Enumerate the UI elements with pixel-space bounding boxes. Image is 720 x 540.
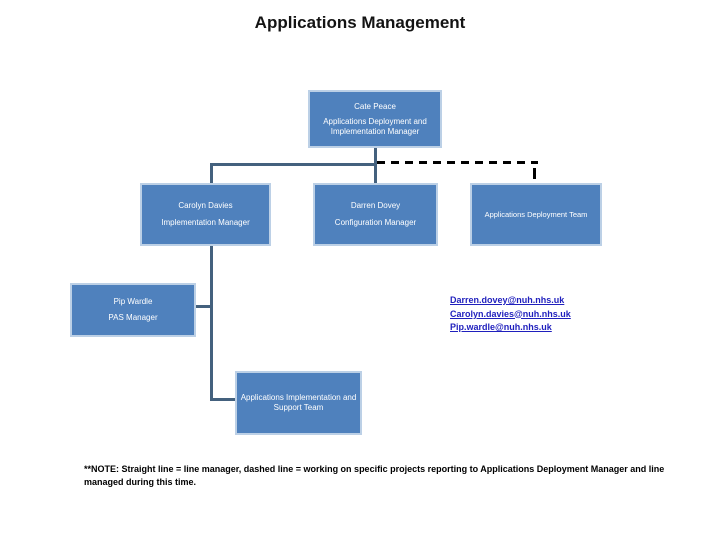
- person-role: Configuration Manager: [334, 218, 417, 227]
- email-link-carolyn-davies[interactable]: Carolyn.davies@nuh.nhs.uk: [450, 308, 571, 319]
- connector-horizontal-left: [210, 163, 377, 166]
- footnote-text: **NOTE: Straight line = line manager, da…: [84, 464, 665, 487]
- connector-pas-manager-horizontal: [196, 305, 212, 308]
- person-name: Carolyn Davies: [178, 201, 233, 210]
- person-name: Darren Dovey: [350, 201, 401, 210]
- dashed-connector-horizontal: [377, 161, 538, 164]
- email-links: Darren.dovey@nuh.nhs.uk Carolyn.davies@n…: [450, 294, 571, 334]
- org-box-configuration-manager: Darren Dovey Configuration Manager: [313, 183, 438, 246]
- dashed-connector-drop: [533, 168, 536, 179]
- connector-support-team-elbow: [210, 398, 237, 401]
- email-link-darren-dovey[interactable]: Darren.dovey@nuh.nhs.uk: [450, 295, 565, 305]
- person-role: PAS Manager: [108, 313, 158, 322]
- org-box-deployment-implementation-manager: Cate Peace Applications Deployment and I…: [308, 90, 442, 148]
- person-role: Applications Deployment and Implementati…: [323, 116, 427, 136]
- person-role: Implementation Manager: [161, 218, 250, 227]
- team-label: Applications Deployment Team: [484, 209, 588, 219]
- org-box-pas-manager: Pip Wardle PAS Manager: [70, 283, 196, 337]
- person-name: Cate Peace: [354, 101, 396, 111]
- page-title: Applications Management: [254, 13, 466, 32]
- org-box-deployment-team: Applications Deployment Team: [470, 183, 602, 246]
- connector-drop-implementation-manager: [210, 163, 213, 184]
- person-name: Pip Wardle: [113, 297, 153, 306]
- connector-vertical-long: [210, 246, 213, 401]
- team-label: Applications Implementation and Support …: [240, 393, 357, 412]
- org-box-implementation-manager: Carolyn Davies Implementation Manager: [140, 183, 271, 246]
- email-link-pip-wardle[interactable]: Pip.wardle@nuh.nhs.uk: [450, 322, 552, 332]
- org-box-implementation-support-team: Applications Implementation and Support …: [235, 371, 362, 435]
